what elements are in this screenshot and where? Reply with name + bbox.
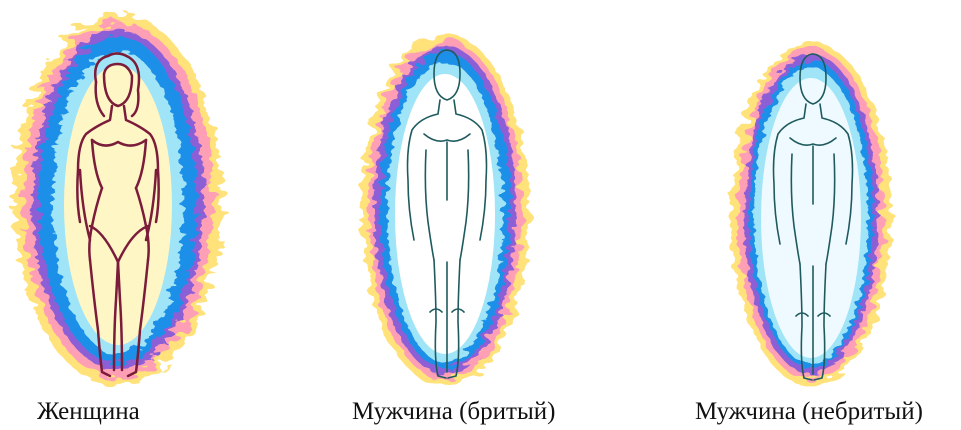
aura-figure-woman <box>0 0 240 392</box>
caption-unshaved-man: Мужчина (небритый) <box>695 397 923 427</box>
aura-figure-unshaved-man <box>705 0 925 392</box>
aura-glow <box>731 42 891 386</box>
caption-shaved-man: Мужчина (бритый) <box>352 397 555 427</box>
aura-glow <box>14 14 222 386</box>
aura-unshaved-man-illustration <box>705 0 925 392</box>
aura-woman-illustration <box>0 0 240 392</box>
aura-figure-shaved-man <box>340 0 560 392</box>
aura-glow <box>361 34 529 386</box>
caption-woman: Женщина <box>37 397 140 427</box>
aura-shaved-man-illustration <box>340 0 560 392</box>
